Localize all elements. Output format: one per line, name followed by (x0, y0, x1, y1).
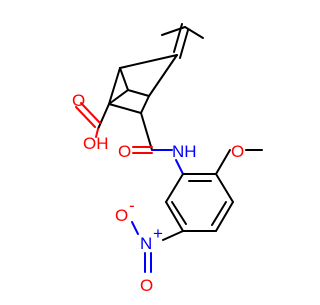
bond-c3-c4 (140, 95, 150, 114)
bond-c2-cooh (97, 103, 110, 130)
bond-acid-co-a (75, 106, 96, 128)
methoxy-o-label: O (231, 142, 244, 161)
bond-c7-c4 (148, 54, 178, 97)
bond-cage-back (108, 89, 129, 105)
bond-bridge-a (119, 67, 129, 91)
acid-hydroxyl-label: OH (83, 134, 109, 153)
nitro-n-charge-label: + (153, 224, 163, 243)
amide-nh-label: NH (172, 142, 197, 161)
ring-bond-6 (165, 173, 184, 203)
bond-c1-c2 (108, 67, 121, 105)
nitro-o-upper-charge-label: - (129, 196, 135, 215)
ring-bond-2 (215, 173, 234, 203)
bond-aryl-nitro (162, 230, 184, 241)
nitro-o-lower-label: O (140, 276, 153, 295)
bond-methyl-right (184, 26, 204, 39)
ring-bond-3 (215, 201, 234, 232)
bond-ylidene-double-b (179, 29, 189, 59)
ring-inner-bond-b (211, 201, 227, 226)
bond-acid-co-b (80, 102, 101, 124)
amide-o-label: O (118, 142, 131, 161)
bond-ylidene-double-a (173, 23, 183, 53)
structure-canvas: O OH O NH O N + O - O (72, 23, 263, 295)
bond-aryl-ome (215, 149, 231, 175)
bond-bridge-b (127, 89, 150, 97)
nitro-n-label: N (140, 234, 152, 253)
nitro-o-upper-label: O (115, 206, 128, 225)
bond-c7-c1 (119, 54, 178, 69)
molecule-drawing: O OH O NH O N + O - O (72, 23, 263, 295)
bond-nitro-o-upper (131, 221, 139, 235)
bond-n-aryl (175, 159, 184, 175)
bond-c3-amide (140, 112, 153, 151)
ring-inner-bond-c (171, 201, 187, 225)
ring-bond-5 (165, 201, 184, 232)
acid-carbonyl-o-label: O (72, 91, 85, 110)
bond-acid-oh (95, 128, 99, 138)
bond-c2-c3 (108, 103, 142, 114)
